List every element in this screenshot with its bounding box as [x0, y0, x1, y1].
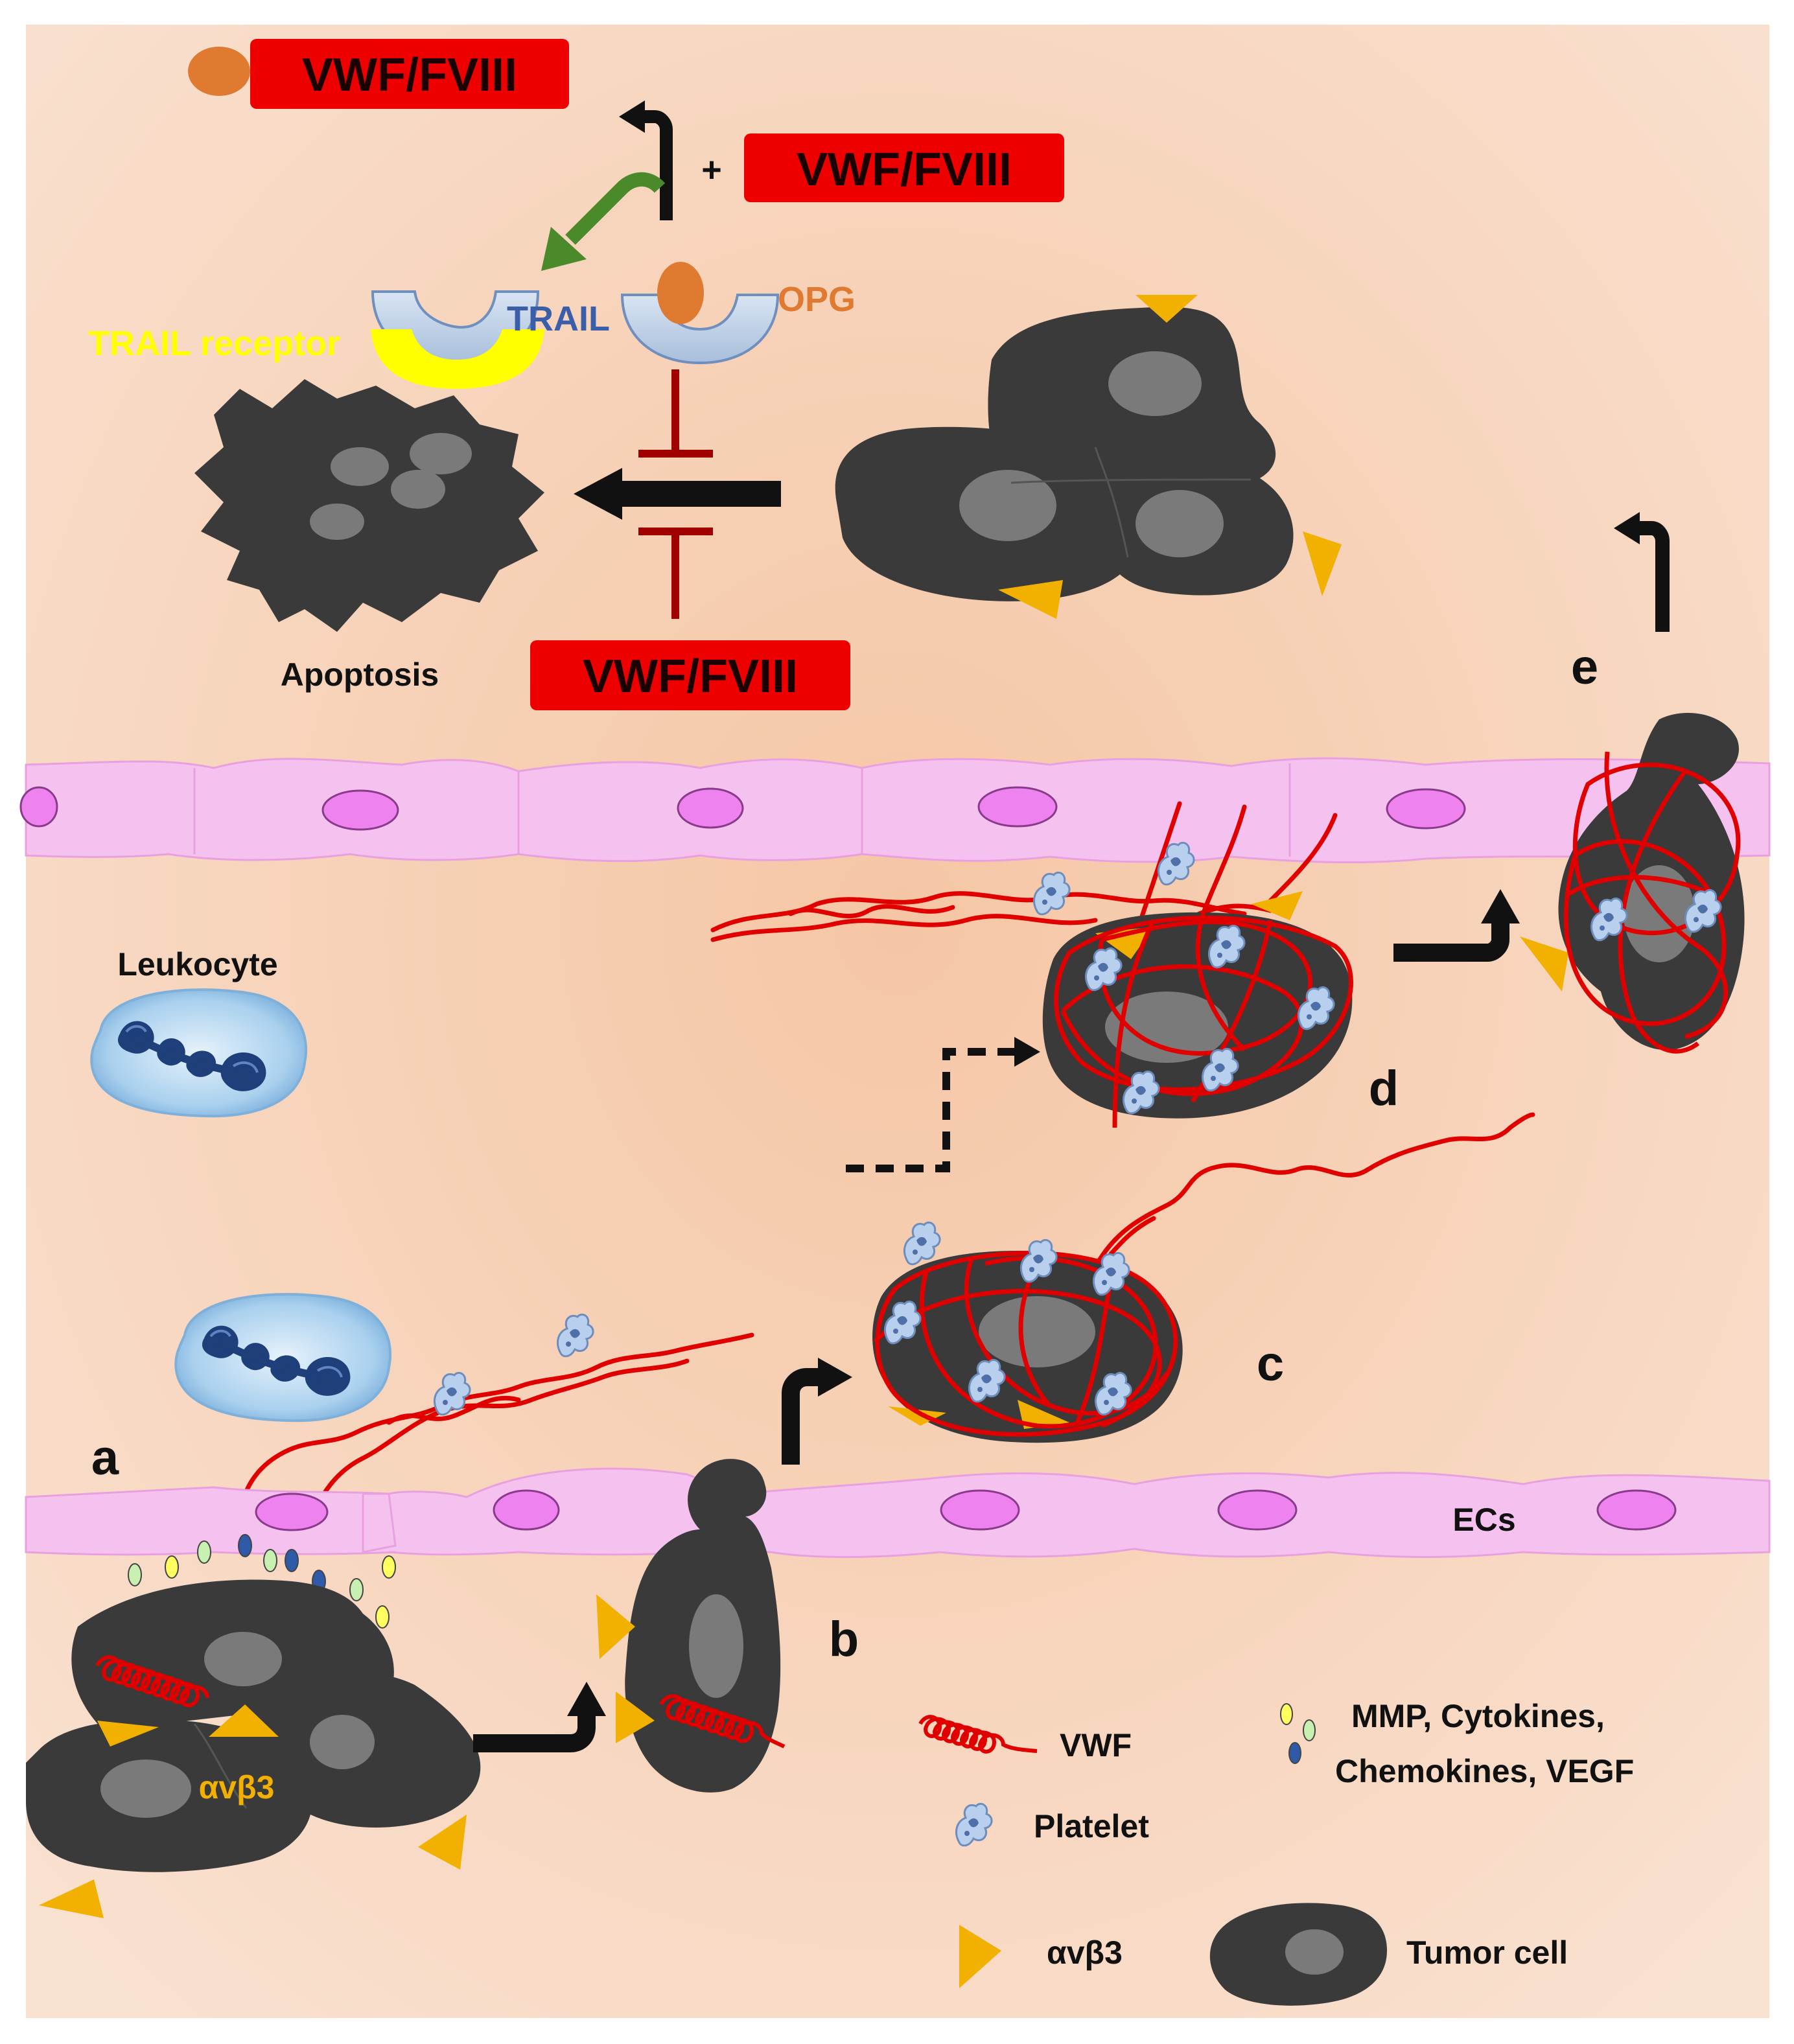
- apoptotic-tumor-cell-icon: [194, 379, 544, 632]
- tumor-cell-b: [625, 1459, 781, 1793]
- vwf-coil-b: [659, 1694, 786, 1748]
- ec-nucleus: [255, 1492, 329, 1531]
- green-arrow-head: [541, 227, 587, 271]
- step-c-label: c: [1257, 1336, 1284, 1391]
- hook-arrow-e-head: [1614, 512, 1640, 544]
- integrin-triangle-icon: [1303, 531, 1342, 596]
- arrow-a-to-b-head: [567, 1682, 606, 1716]
- integrin-triangle-icon: [888, 1406, 946, 1426]
- legend: VWF Platelet αvβ3 Tumor cell MMP, Cytoki…: [918, 1698, 1634, 2006]
- integrin-triangle-icon: [209, 1704, 279, 1737]
- ec-nucleus: [977, 786, 1058, 828]
- arrow-b-to-c: [782, 1368, 823, 1465]
- ec-nucleus: [1386, 788, 1466, 830]
- vwf-fviii-box-top: VWF/FVIII: [250, 39, 569, 109]
- integrin-triangle-icon: [596, 1594, 635, 1659]
- tumor-cell-cluster-top: [835, 307, 1294, 601]
- vwf-strings-d: [710, 801, 1338, 942]
- vwf-fviii-box-mid: VWF/FVIII: [744, 134, 1064, 202]
- leukocyte-icon: [176, 1294, 390, 1421]
- integrin-triangle-icon: [1018, 1400, 1069, 1429]
- apoptosis-arrow-head: [574, 468, 622, 520]
- green-arrow-icon: [565, 172, 666, 245]
- hook-arrow-e: [1633, 521, 1670, 632]
- legend-vwf-label: VWF: [1060, 1727, 1132, 1763]
- vwf-strings-a: [237, 1332, 754, 1519]
- opg-protein-icon-top: [188, 47, 250, 96]
- vwf-fviii-box-bottom: VWF/FVIII: [530, 640, 850, 710]
- step-e-label: e: [1571, 640, 1598, 695]
- ec-nucleus: [1596, 1489, 1677, 1531]
- leukocyte-label: Leukocyte: [117, 946, 277, 982]
- hook-arrow-top: [635, 110, 673, 220]
- dashed-arrow: [846, 1048, 1014, 1172]
- ec-nucleus: [321, 789, 399, 831]
- ecs-label: ECs: [1452, 1502, 1515, 1538]
- legend-tumor-label: Tumor cell: [1406, 1934, 1568, 1971]
- trail-receptor-label: TRAIL receptor: [88, 324, 340, 363]
- arrow-b-to-c-head: [818, 1358, 852, 1397]
- legend-mediator-dots-icon: [1280, 1703, 1316, 1764]
- legend-vwf-coil-icon: [918, 1715, 1038, 1754]
- leukocyte-icon: [91, 990, 306, 1116]
- opg-label: OPG: [778, 280, 856, 319]
- vwf-fviii-box-top-text: VWF/FVIII: [302, 49, 517, 101]
- integrin-triangle-icon: [1520, 936, 1568, 992]
- integrin-triangle-icon: [1136, 295, 1198, 323]
- opg-inhibition-bar: [638, 369, 713, 458]
- step-b-label: b: [829, 1612, 859, 1667]
- ec-nucleus: [493, 1489, 560, 1531]
- dashed-arrow-head: [1014, 1037, 1040, 1067]
- integrin-label: αvβ3: [199, 1769, 275, 1806]
- ec-nucleus: [1217, 1489, 1298, 1531]
- legend-mediators-line2: Chemokines, VEGF: [1335, 1753, 1634, 1789]
- step-a-label: a: [91, 1430, 119, 1485]
- vwf-fviii-box-bottom-text: VWF/FVIII: [583, 651, 798, 703]
- integrin-triangle-icon: [97, 1721, 159, 1747]
- legend-tumor-cell-icon: [1209, 1903, 1387, 2006]
- integrin-triangle-icon: [418, 1815, 467, 1870]
- vwf-coil-a: [95, 1655, 209, 1708]
- apoptosis-label: Apoptosis: [281, 656, 439, 693]
- legend-platelet-label: Platelet: [1034, 1808, 1149, 1844]
- vwf-fviii-box-mid-text: VWF/FVIII: [797, 144, 1012, 196]
- trail-opg-complex: [620, 262, 780, 365]
- plus-sign: +: [701, 150, 722, 189]
- integrin-triangle-icon: [998, 580, 1063, 619]
- hook-arrow-top-head: [619, 100, 645, 133]
- legend-integrin-label: αvβ3: [1047, 1934, 1123, 1971]
- ec-nucleus: [677, 787, 744, 829]
- vwf-inhibition-bar: [638, 528, 713, 619]
- ec-nucleus: [940, 1489, 1020, 1531]
- trail-receptor: [371, 329, 544, 389]
- legend-integrin-triangle-icon: [959, 1925, 1001, 1988]
- integrin-triangle-icon: [616, 1691, 655, 1743]
- tumor-cell-cluster-a: [26, 1579, 481, 1872]
- endothelium-bottom: [25, 1467, 1771, 1558]
- integrin-triangle-icon: [1251, 891, 1303, 920]
- trail-label: TRAIL: [507, 299, 610, 338]
- arrow-a-to-b: [473, 1711, 596, 1752]
- arrow-d-to-e-head: [1481, 889, 1520, 923]
- ec-nucleus: [19, 786, 58, 828]
- arrow-d-to-e: [1393, 920, 1509, 962]
- step-d-label: d: [1369, 1061, 1399, 1116]
- endothelium-top: [25, 757, 1771, 864]
- legend-mediators-line1: MMP, Cytokines,: [1351, 1698, 1605, 1734]
- integrin-triangle-icon: [39, 1879, 104, 1918]
